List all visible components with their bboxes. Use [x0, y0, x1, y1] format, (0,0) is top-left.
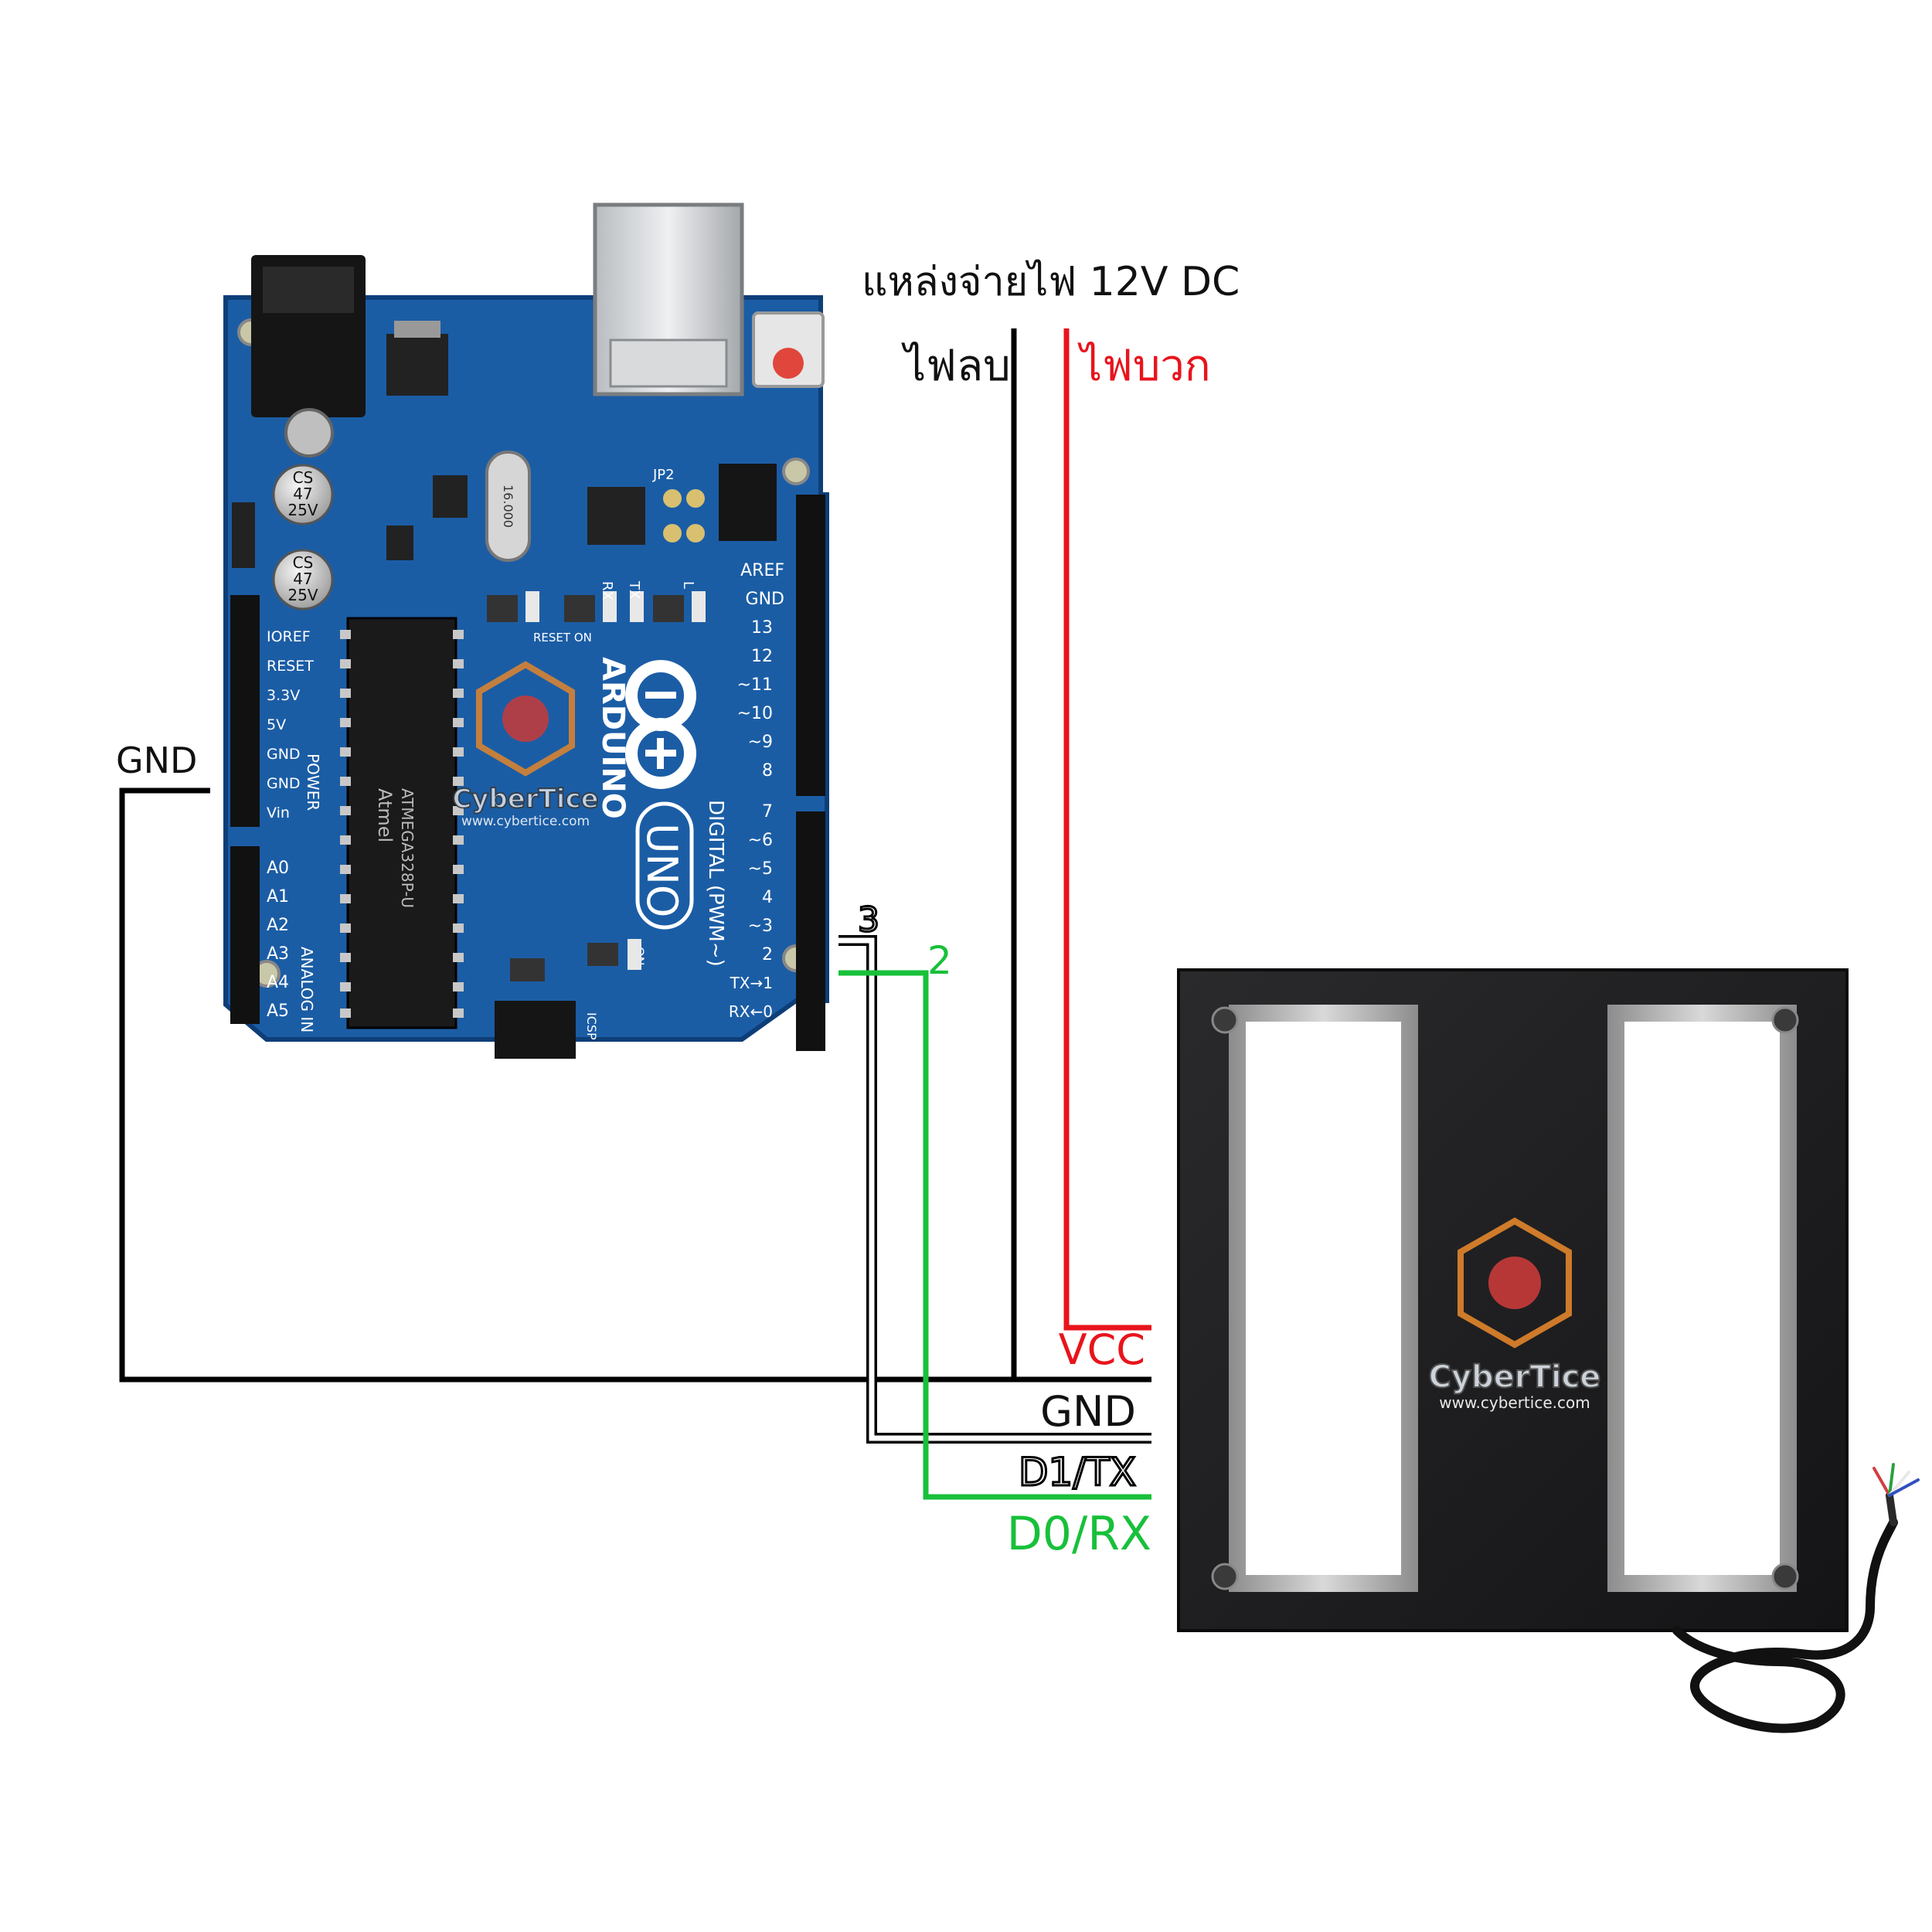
capacitor-1-line-2: 47: [293, 485, 312, 503]
watermark-logo-icon: [1458, 1217, 1572, 1349]
pin-label-gnd-digital: GND: [746, 590, 784, 609]
wires: [119, 328, 1151, 1500]
power-supply-title: แหล่งจ่ายไฟ 12V DC: [862, 259, 1240, 305]
capacitor-2-line-3: 25V: [287, 586, 318, 604]
pin-label-4: 4: [762, 888, 773, 907]
watermark-reader: CyberTice www.cybertice.com: [1428, 1217, 1601, 1412]
capacitor-1-line-1: CS: [293, 468, 314, 487]
rx-led-label: RX: [599, 581, 615, 600]
reader-screw-holes: [1211, 1006, 1799, 1590]
arduino-uno-board: CS 47 25V CS 47 25V 16.000 JP2: [223, 202, 829, 1059]
pin-label-3v3: 3.3V: [267, 687, 300, 704]
reader-d1-label: D1/TX: [1019, 1450, 1136, 1495]
pin-label-12: 12: [751, 647, 773, 666]
watermark-arduino: CyberTice www.cybertice.com: [451, 661, 600, 829]
watermark-url: www.cybertice.com: [461, 814, 590, 829]
icsp-header-bottom: [495, 1001, 576, 1059]
reader-cable: [1672, 1463, 1920, 1733]
digital-header-title: DIGITAL (PWM~): [704, 800, 727, 967]
pin-label-vin: Vin: [267, 804, 290, 821]
pin-label-aref: AREF: [740, 561, 784, 580]
pin-label-gnd-1: GND: [267, 746, 301, 763]
reader-gnd-label: GND: [1040, 1387, 1136, 1436]
digital-header-top: [796, 495, 825, 796]
capacitor-2-line-1: CS: [293, 553, 314, 572]
pin-label-a1: A1: [267, 887, 289, 906]
pin-label-2: 2: [762, 945, 773, 964]
digital-pin-labels-bottom: 7 ~6 ~5 4 ~3 2 TX→1 RX←0: [729, 802, 773, 1021]
chip-brand: Atmel: [374, 788, 396, 842]
chip-model: ATMEGA328P-U: [398, 788, 417, 908]
analog-header: [230, 846, 260, 1024]
reader-vcc-label: VCC: [1059, 1325, 1145, 1374]
pin3-wire-label: 3: [858, 900, 879, 940]
pin-label-6: ~6: [748, 831, 773, 850]
usb-chip: [587, 487, 645, 545]
reader-d0-label: D0/RX: [1007, 1507, 1151, 1561]
arduino-brand-text: ARDUINO: [595, 657, 631, 819]
mounting-hole: [782, 457, 810, 485]
pin2-wire-label: 2: [927, 938, 952, 983]
wire-pin2: [838, 970, 1151, 1500]
reset-on-label: RESET ON: [533, 631, 592, 645]
power-pin-labels: IOREF RESET 3.3V 5V GND GND Vin: [267, 628, 314, 821]
pin-label-a5: A5: [267, 1002, 289, 1021]
pin-label-rx0: RX←0: [729, 1002, 773, 1021]
icsp-label: ICSP: [584, 1012, 599, 1040]
pin-label-a2: A2: [267, 916, 289, 935]
pin-label-ioref: IOREF: [267, 628, 311, 645]
pin-label-9: ~9: [748, 733, 773, 752]
pin-label-10: ~10: [737, 704, 773, 723]
arduino-infinity-logo: [625, 660, 696, 789]
analog-pin-labels: A0 A1 A2 A3 A4 A5: [267, 859, 289, 1021]
rfid-reader: [1177, 968, 1920, 1733]
crystal-label: 16.000: [501, 485, 515, 528]
arduino-gnd-label: GND: [116, 740, 197, 781]
watermark-brand: CyberTice: [1429, 1359, 1601, 1395]
l-led-label: L: [680, 581, 696, 589]
pin-label-11: ~11: [737, 675, 773, 695]
pin-label-a0: A0: [267, 859, 289, 878]
watermark-logo-icon: [476, 661, 575, 777]
tx-led-label: TX: [626, 580, 642, 599]
capacitor-1-line-3: 25V: [287, 501, 318, 519]
pin-label-a4: A4: [267, 973, 289, 992]
wire-positive-supply: [1063, 328, 1151, 1331]
atmega-chip: Atmel ATMEGA328P-U: [340, 617, 464, 1029]
pin-label-5: ~5: [748, 859, 773, 879]
pin-label-13: 13: [751, 618, 773, 638]
jp2-pads: [663, 489, 705, 543]
pin-label-7: 7: [762, 802, 773, 821]
wire-gnd: [119, 787, 1151, 1383]
negative-supply-label: ไฟลบ: [901, 341, 1011, 391]
voltage-regulator: [386, 334, 448, 396]
pin-label-a3: A3: [267, 944, 289, 964]
icsp-header-top: [719, 464, 777, 541]
watermark-url: www.cybertice.com: [1439, 1393, 1590, 1412]
uno-badge: [635, 801, 694, 930]
watermark-brand: CyberTice: [452, 784, 598, 815]
power-header: [230, 595, 260, 827]
capacitor-2-line-2: 47: [293, 570, 312, 588]
digital-header-bottom: [796, 811, 825, 1051]
analog-header-title: ANALOG IN: [298, 947, 316, 1032]
power-header-title: POWER: [304, 753, 322, 811]
pin-label-reset: RESET: [267, 658, 314, 675]
digital-pin-labels-top: AREF GND 13 12 ~11 ~10 ~9 8: [737, 561, 784, 781]
capacitor-2: CS 47 25V: [272, 549, 334, 611]
pin-label-3: ~3: [748, 917, 773, 936]
crystal: 16.000: [485, 451, 531, 562]
wire-pin3: [838, 937, 1151, 1441]
positive-supply-label: ไฟบวก: [1077, 341, 1211, 391]
pin-label-8: 8: [762, 761, 773, 781]
pin-label-5v: 5V: [267, 716, 286, 733]
jp2-label: JP2: [652, 467, 675, 483]
capacitor-1: CS 47 25V: [272, 464, 334, 526]
pin-label-tx1: TX→1: [730, 974, 773, 992]
pin-label-gnd-2: GND: [267, 775, 301, 792]
arduino-model-text: UNO: [638, 823, 686, 917]
